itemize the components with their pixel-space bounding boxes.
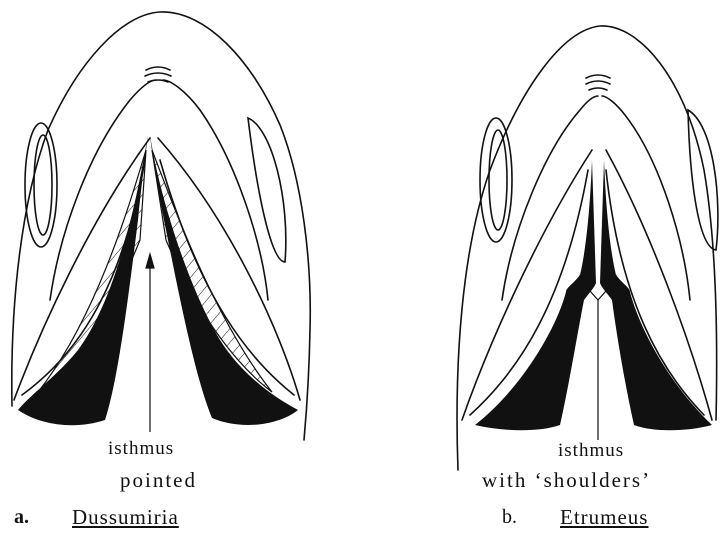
panel-b-isthmus-label: isthmus — [558, 440, 624, 462]
panel-b-description: with ‘shoulders’ — [482, 468, 651, 493]
panel-a-black-right — [150, 135, 298, 425]
panel-b-genus: Etrumeus — [560, 505, 648, 530]
panel-a-black-left — [18, 135, 148, 425]
panel-b-eye-left-inner — [489, 130, 507, 230]
panel-a-genus: Dussumiria — [72, 505, 179, 530]
panel-a-snout-marks — [145, 67, 171, 82]
panel-a-isthmus-arrow — [146, 254, 154, 432]
panel-a-isthmus-label: isthmus — [108, 438, 174, 460]
panel-b-letter: b. — [502, 506, 517, 529]
panel-b-isthmus-arrow — [578, 276, 618, 440]
panel-b-snout-marks — [586, 75, 610, 90]
panel-b-inner-contour-right — [602, 96, 690, 300]
panel-b-eye-right — [688, 110, 718, 250]
panel-a-description: pointed — [120, 468, 197, 493]
panel-b-black-left — [475, 160, 596, 430]
panel-a-letter: a. — [14, 506, 29, 529]
panel-a-eye-left-inner — [34, 135, 52, 235]
panel-a-eye-right — [248, 118, 286, 262]
